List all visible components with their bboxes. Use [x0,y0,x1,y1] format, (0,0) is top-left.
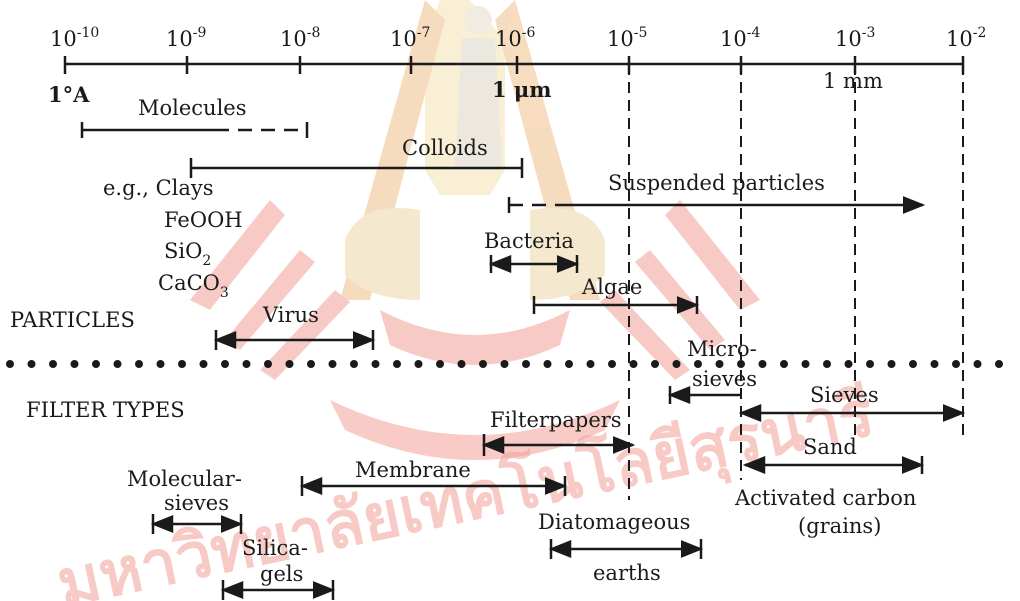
scale-label: 10-9 [166,25,206,51]
molecular-sieves-label-line1: Molecular- [127,467,242,491]
scale-label: 10-2 [946,25,986,51]
filterpapers-label: Filterpapers [490,408,622,432]
activated-carbon-label-line1: Activated carbon [734,486,916,510]
unit-label-angstrom: 1°A [48,82,90,107]
silica-gels-label-line1: Silica- [242,536,308,560]
scale-label: 10-10 [50,25,99,51]
unit-label-millimeter: 1 mm [823,69,883,93]
bacteria-label: Bacteria [484,229,574,253]
colloids-label: Colloids [402,136,488,160]
diatomaceous-label-line2: earths [593,561,661,585]
microsieves-label-line2: sieves [692,367,757,391]
scale-label: 10-5 [607,25,647,51]
sieves-label: Sieves [810,383,879,407]
molecular-sieves-label-line2: sieves [164,491,229,515]
scale-labels: 10-10 10-9 10-8 10-7 10-6 10-5 10-4 10-3… [50,25,986,51]
example-clays: e.g., Clays [103,176,214,200]
watermark-logo [190,0,760,460]
scale-label: 10-3 [835,25,875,51]
suspended-particles-label: Suspended particles [608,171,825,195]
example-feooh: FeOOH [164,208,243,232]
section-label-filter-types: FILTER TYPES [26,398,185,422]
section-label-particles: PARTICLES [10,308,135,332]
scale-label: 10-6 [495,25,535,51]
activated-carbon-label-line2: (grains) [798,514,881,538]
virus-label: Virus [262,303,319,327]
scale-label: 10-8 [280,25,320,51]
example-sio2: SiO2 [164,239,211,269]
molecules-label: Molecules [138,96,247,120]
membrane-label: Membrane [355,458,471,482]
unit-label-micron: 1 μm [492,77,552,102]
silica-gels-label-line2: gels [260,562,303,586]
algae-label: Algae [581,275,642,299]
sand-label: Sand [803,435,857,459]
scale-label: 10-4 [720,25,760,51]
diatomaceous-label-line1: Diatomageous [538,510,690,534]
microsieves-label-line1: Micro- [687,337,757,361]
